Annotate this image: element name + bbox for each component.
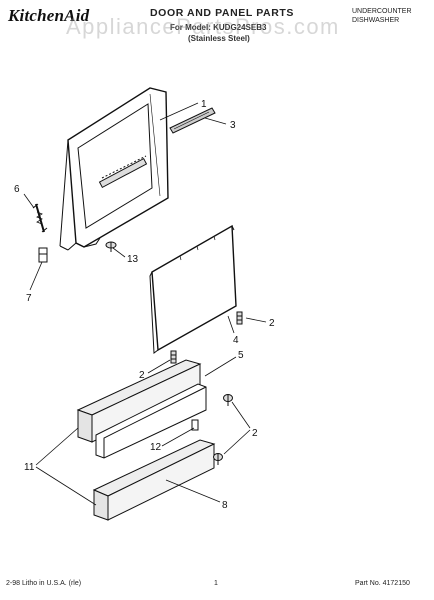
watermark-text: AppliancePartsPros.com bbox=[66, 14, 340, 39]
footer-print-info: 2-98 Litho in U.S.A. (rle) bbox=[6, 580, 82, 587]
model-number: For Model: KUDG24SEB3 bbox=[170, 23, 267, 32]
callout-label: 2 bbox=[252, 428, 258, 439]
model-variant: (Stainless Steel) bbox=[188, 34, 250, 43]
footer-part-number: Part No. 4172150 bbox=[355, 580, 410, 587]
callout-label: 6 bbox=[14, 184, 20, 195]
appliance-type-line2: DISHWASHER bbox=[352, 17, 400, 24]
part-screw-13 bbox=[105, 241, 117, 252]
part-clip-2-c bbox=[223, 394, 233, 406]
part-toe-plate bbox=[92, 439, 216, 521]
part-kickpanel-bracket bbox=[95, 383, 207, 459]
callout-label: 2 bbox=[139, 370, 145, 381]
part-screw-2-b bbox=[170, 350, 177, 364]
callout-label: 1 bbox=[201, 99, 207, 110]
callout-label: 7 bbox=[26, 293, 32, 304]
part-screw-2-a bbox=[236, 311, 243, 325]
callout-label: 12 bbox=[150, 442, 162, 453]
callout-label: 5 bbox=[238, 350, 244, 361]
callout-label: 3 bbox=[230, 120, 236, 131]
part-insulation-block bbox=[76, 359, 202, 443]
part-outer-door-panel bbox=[149, 224, 237, 354]
callout-label: 4 bbox=[233, 335, 239, 346]
callout-label: 13 bbox=[127, 254, 139, 265]
brand-logo: KitchenAid bbox=[8, 6, 90, 25]
callout-label: 11 bbox=[24, 462, 35, 473]
part-clip-2-d bbox=[213, 453, 223, 465]
footer-page-number: 1 bbox=[214, 580, 218, 587]
page-title: DOOR AND PANEL PARTS bbox=[150, 7, 295, 19]
callout-label: 8 bbox=[222, 500, 228, 511]
part-handle-bar bbox=[169, 107, 216, 134]
appliance-type-line1: UNDERCOUNTER bbox=[352, 8, 412, 15]
part-inner-door-frame bbox=[59, 87, 169, 251]
leader-lines bbox=[23, 102, 267, 506]
callout-labels: 1 3 6 13 7 2 4 5 2 2 12 11 8 bbox=[14, 99, 275, 511]
part-hinge-spring bbox=[32, 203, 48, 233]
part-bracket bbox=[38, 247, 48, 263]
callout-label: 2 bbox=[269, 318, 275, 329]
